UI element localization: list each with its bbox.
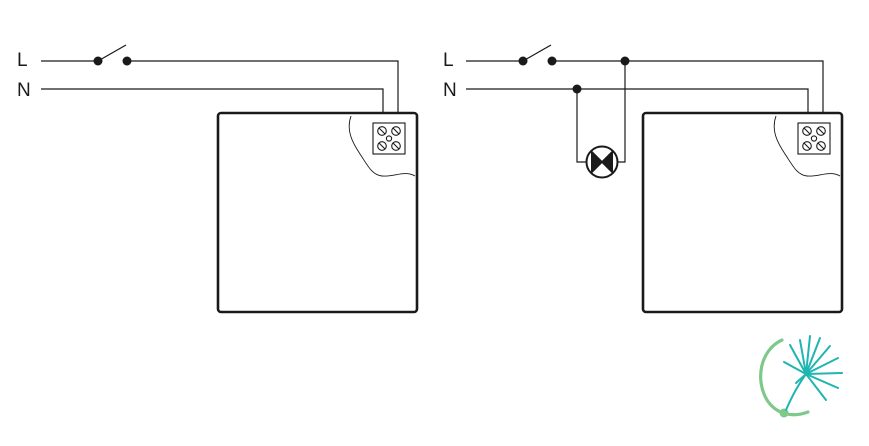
- line-wire-out-left: [127, 60, 399, 123]
- neutral-label-left: N: [17, 80, 31, 101]
- switch-symbol-icon: [93, 44, 132, 66]
- line-label-right: L: [443, 50, 454, 71]
- cutout-line-left: [348, 115, 416, 177]
- device-box-right: [641, 111, 844, 314]
- terminal-block-icon: [372, 122, 406, 155]
- lamp-wire-line: [617, 61, 626, 163]
- device-box-left: [216, 111, 419, 314]
- switch-symbol-icon: [518, 44, 557, 66]
- neutral-wire-left: [41, 88, 384, 123]
- dandelion-logo-icon: [759, 335, 843, 418]
- neutral-label-right: N: [443, 80, 457, 101]
- terminal-block-icon: [797, 122, 831, 155]
- wiring-diagram-right: L N: [443, 44, 844, 314]
- cutout-line-right: [773, 115, 841, 177]
- lamp-symbol-icon: [585, 145, 619, 179]
- line-wire-out-right: [552, 60, 824, 123]
- lamp-wire-neutral: [576, 89, 587, 163]
- line-label-left: L: [17, 50, 28, 71]
- wiring-diagram-left: L N: [17, 44, 419, 314]
